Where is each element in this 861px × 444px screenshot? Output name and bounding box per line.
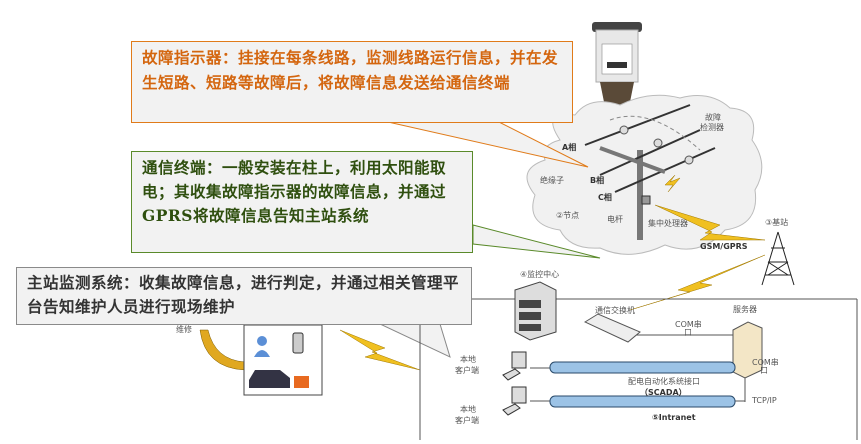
fault-detectors: [609, 115, 701, 165]
data-bus-pipes: [549, 361, 736, 408]
label-com-port-1: COM串: [675, 320, 702, 329]
label-scada-interface: 配电自动化系统接口: [628, 376, 700, 386]
label-client-1: 本地: [460, 354, 476, 364]
toolbox-icon: [294, 376, 309, 388]
label-gsm-gprs: GSM/GPRS: [700, 242, 748, 251]
monitor-center-cabinet-icon: [514, 281, 557, 341]
car-icon: [249, 370, 290, 388]
power-pole: [584, 104, 716, 240]
label-com-port-1b: 口: [684, 328, 692, 337]
label-base-station: ③基站: [765, 217, 788, 227]
central-processor: [641, 195, 651, 205]
switch-icon: [583, 313, 641, 343]
label-node: ②节点: [556, 211, 579, 220]
callout-comm-terminal: 通信终端：一般安装在柱上，利用太阳能取电；其收集故障指示器的故障信息，并通过GP…: [131, 151, 473, 253]
label-fault-detector: 故障: [705, 112, 721, 122]
server-icon: [732, 321, 763, 379]
client-computer-icon: [502, 351, 527, 416]
callout-fault-indicator: 故障指示器：挂接在每条线路，监测线路运行信息，并在发生短路、短路等故障后，将故障…: [131, 41, 573, 123]
label-client-1b: 客户端: [455, 365, 479, 375]
label-tcpip: TCP/IP: [751, 396, 777, 405]
label-insulator: 绝缘子: [540, 175, 564, 185]
label-switch: 通信交换机: [595, 305, 635, 315]
maintenance-arrow: [199, 329, 246, 371]
person-icon: [257, 336, 267, 346]
label-monitor-center: ④监控中心: [520, 269, 559, 279]
fault-indicator-device-image: [592, 22, 642, 105]
label-maintenance: 维修: [176, 324, 192, 334]
label-client-2b: 客户端: [455, 415, 479, 425]
node-cloud: [526, 94, 763, 255]
label-intranet: ⑤Intranet: [652, 413, 696, 422]
label-phase-a: A相: [562, 142, 576, 152]
label-pole: 电杆: [607, 214, 623, 224]
base-station-tower-icon: [761, 231, 795, 286]
label-com-port-2b: 口: [760, 366, 768, 375]
maintenance-team-box: [243, 324, 323, 396]
label-client-2: 本地: [460, 404, 476, 414]
label-phase-c: C相: [598, 192, 612, 202]
label-fault-detector-2: 检测器: [700, 122, 724, 132]
callout-master-station: 主站监测系统：收集故障信息，进行判定，并通过相关管理平台告知维护人员进行现场维护: [16, 267, 472, 325]
label-phase-b: B相: [590, 175, 604, 185]
label-processor: 集中处理器: [648, 218, 688, 228]
label-scada: （SCADA）: [640, 387, 687, 397]
phone-icon: [292, 332, 304, 354]
label-server: 服务器: [733, 304, 757, 314]
label-com-port-2: COM串: [752, 358, 779, 367]
